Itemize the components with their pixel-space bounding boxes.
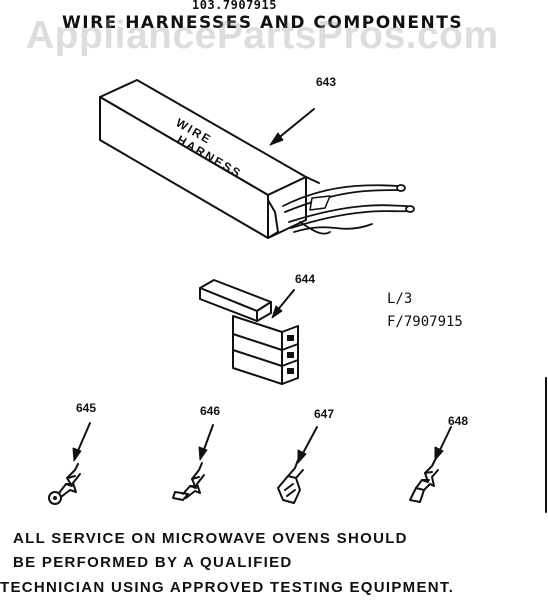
part-number-645: 645: [76, 401, 96, 415]
arrow-644: [271, 289, 295, 319]
wire-harness-box: WIRE HARNESS: [99, 79, 320, 239]
service-notice-line-2: BE PERFORMED BY A QUALIFIED: [13, 554, 293, 571]
service-notice-line-1: ALL SERVICE ON MICROWAVE OVENS SHOULD: [13, 530, 408, 547]
spade-terminal: [172, 462, 205, 501]
part-number-648: 648: [448, 414, 468, 428]
watermark: AppliancePartsPros.com: [26, 14, 499, 57]
diagram-title: WIRE HARNESSES AND COMPONENTS: [62, 13, 464, 33]
ring-terminal: [48, 463, 81, 505]
reference-code-line-1: L/3: [387, 291, 413, 307]
arrow-647: [297, 426, 318, 464]
model-number: 103.7907915: [192, 0, 277, 12]
arrow-648: [434, 426, 452, 461]
tab-terminal: [409, 457, 439, 503]
harness-wires: [282, 184, 415, 235]
part-number-647: 647: [314, 407, 334, 421]
arrow-645: [72, 422, 91, 462]
arrow-643: [269, 108, 315, 146]
part-number-643: 643: [316, 75, 336, 89]
part-number-646: 646: [200, 404, 220, 418]
connector-block: [199, 279, 299, 385]
service-notice-line-3: TECHNICIAN USING APPROVED TESTING EQUIPM…: [0, 579, 455, 596]
arrow-646: [198, 424, 214, 461]
reference-code-line-2: F/7907915: [387, 314, 463, 330]
part-number-644: 644: [295, 272, 315, 286]
flag-terminal: [277, 459, 304, 504]
